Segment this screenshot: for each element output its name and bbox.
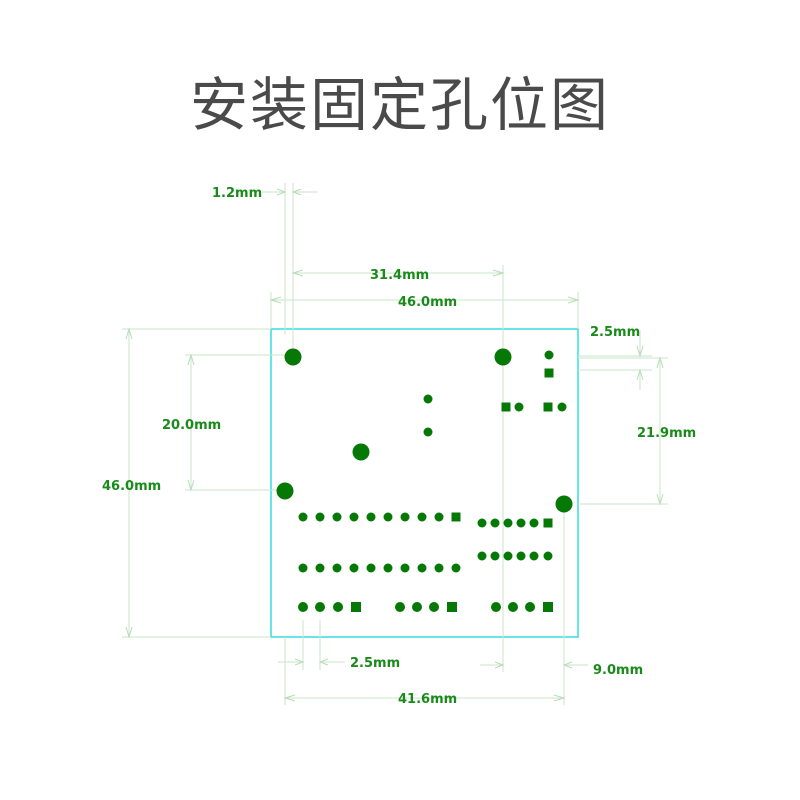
mounting-hole: [284, 348, 302, 366]
pad-square: [447, 602, 457, 612]
pad-round: [516, 518, 526, 528]
mounting-hole: [494, 348, 512, 366]
pad-round: [423, 394, 433, 404]
pad-round: [434, 512, 444, 522]
pad-square: [451, 512, 461, 522]
pad-round: [400, 563, 410, 573]
pad-round: [298, 602, 308, 612]
pad-round: [529, 518, 539, 528]
pad-round: [503, 551, 513, 561]
pad-round: [544, 350, 554, 360]
pad-round: [412, 602, 422, 612]
pad-round: [477, 551, 487, 561]
dimension-lines: [122, 183, 668, 705]
mounting-hole: [352, 443, 370, 461]
pad-round: [383, 563, 393, 573]
dim-label-2-5-bottom: 2.5mm: [350, 656, 400, 671]
mounting-hole: [276, 482, 294, 500]
pad-round: [529, 551, 539, 561]
pad-round: [333, 602, 343, 612]
pad-square: [543, 518, 553, 528]
pad-round: [434, 563, 444, 573]
pad-round: [332, 563, 342, 573]
board-outline: [270, 328, 579, 638]
page-title: 安装固定孔位图: [189, 71, 610, 139]
pad-round: [366, 563, 376, 573]
pad-round: [429, 602, 439, 612]
pad-round: [503, 518, 513, 528]
pad-round: [417, 512, 427, 522]
pad-round: [349, 563, 359, 573]
dim-label-21-9: 21.9mm: [637, 426, 696, 441]
dim-label-46-0-left: 46.0mm: [102, 479, 161, 494]
pad-round: [400, 512, 410, 522]
pad-round: [315, 512, 325, 522]
pad-round: [332, 512, 342, 522]
pad-round: [516, 551, 526, 561]
pad-round: [315, 563, 325, 573]
pad-round: [508, 602, 518, 612]
pad-round: [490, 518, 500, 528]
pad-round: [298, 512, 308, 522]
pad-round: [423, 427, 433, 437]
pad-round: [315, 602, 325, 612]
dim-label-41-6: 41.6mm: [398, 692, 457, 707]
dim-label-46-0-top: 46.0mm: [398, 295, 457, 310]
pad-round: [349, 512, 359, 522]
dim-label-20-0: 20.0mm: [162, 418, 221, 433]
pad-round: [451, 563, 461, 573]
pad-round: [525, 602, 535, 612]
pad-round: [417, 563, 427, 573]
pad-round: [395, 602, 405, 612]
dim-label-2-5-right: 2.5mm: [590, 325, 640, 340]
mounting-hole: [555, 495, 573, 513]
pad-square: [544, 368, 554, 378]
dim-label-31-4: 31.4mm: [370, 268, 429, 283]
pad-round: [366, 512, 376, 522]
pad-round: [298, 563, 308, 573]
dim-label-9-0: 9.0mm: [593, 663, 643, 678]
pad-square: [543, 602, 553, 612]
mounting-holes: [276, 348, 573, 513]
pad-round: [477, 518, 487, 528]
pad-round: [490, 551, 500, 561]
pad-square: [501, 402, 511, 412]
pad-square: [543, 402, 553, 412]
pad-round: [514, 402, 524, 412]
pad-round: [383, 512, 393, 522]
pad-round: [557, 402, 567, 412]
pads: [298, 350, 567, 612]
pad-round: [543, 551, 553, 561]
pad-square: [351, 602, 361, 612]
pad-round: [491, 602, 501, 612]
dim-label-1-2: 1.2mm: [212, 186, 262, 201]
